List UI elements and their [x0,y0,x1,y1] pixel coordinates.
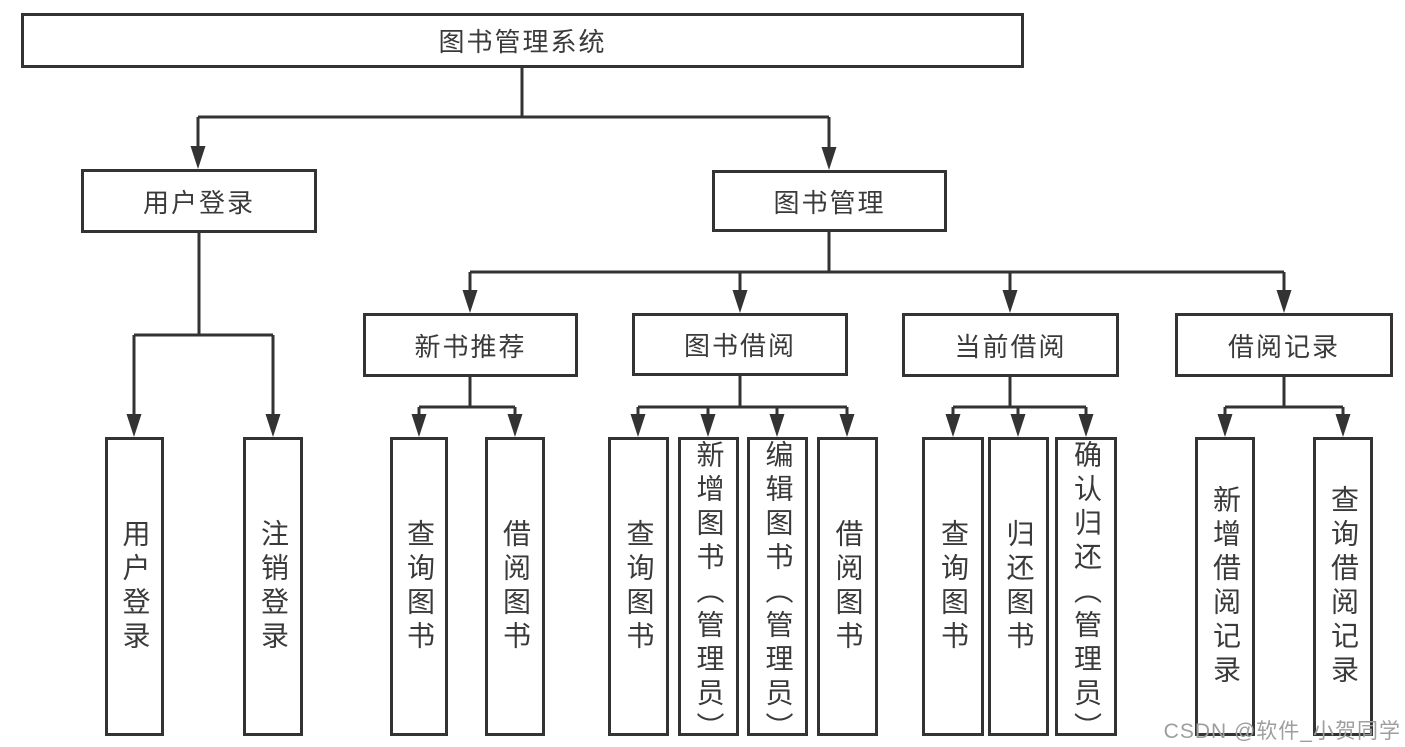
node-label: 当前借阅 [954,331,1067,362]
node-label: 注销登录 [258,518,289,655]
node-label: 图书借阅 [683,331,796,361]
node-new-book-recommend: 新书推荐 [363,313,578,377]
node-label: 归还图书 [1003,518,1035,655]
node-user-login: 用户登录 [81,169,317,233]
node-label: 查询图书 [938,518,969,655]
node-borrowing-records: 借阅记录 [1175,313,1393,377]
node-label: 编辑图书（管理员） [762,440,794,746]
node-label: 查询图书 [404,518,435,655]
node-label: 借阅记录 [1227,331,1340,362]
node-label: 确认归还（管理员） [1071,440,1102,746]
leaf-query-books-current: 查询图书 [922,437,984,736]
leaf-add-book-admin: 新增图书（管理员） [678,437,739,746]
leaf-user-login: 用户登录 [105,437,164,736]
node-label: 图书管理 [773,187,886,218]
node-book-borrowing: 图书借阅 [632,313,848,376]
node-label: 用户登录 [142,187,255,218]
node-label: 图书管理系统 [438,27,607,57]
node-label: 新增图书（管理员） [693,440,725,746]
node-label: 新书推荐 [414,331,527,362]
csdn-watermark: CSDN @软件_小贺同学 [1163,720,1401,743]
node-label: 借阅图书 [500,518,531,655]
leaf-add-borrow-record: 新增借阅记录 [1195,437,1255,736]
node-label: 查询图书 [623,518,655,655]
leaf-query-books-borrow: 查询图书 [608,437,669,736]
node-current-borrowing: 当前借阅 [902,313,1119,377]
leaf-edit-book-admin: 编辑图书（管理员） [747,437,808,746]
leaf-query-borrow-record: 查询借阅记录 [1313,437,1373,736]
leaf-return-books: 归还图书 [988,437,1049,736]
leaf-logout: 注销登录 [243,437,303,736]
node-label: 新增借阅记录 [1210,484,1241,689]
node-label: 借阅图书 [832,518,864,655]
node-label: 查询借阅记录 [1328,484,1359,689]
node-book-management: 图书管理 [712,170,947,232]
leaf-borrow-books-recommend: 借阅图书 [485,437,545,736]
node-book-management-system: 图书管理系统 [21,13,1024,68]
node-label: 用户登录 [119,518,151,655]
leaf-borrow-books: 借阅图书 [817,437,878,736]
leaf-confirm-return-admin: 确认归还（管理员） [1055,437,1117,746]
leaf-query-books-recommend: 查询图书 [390,437,448,736]
